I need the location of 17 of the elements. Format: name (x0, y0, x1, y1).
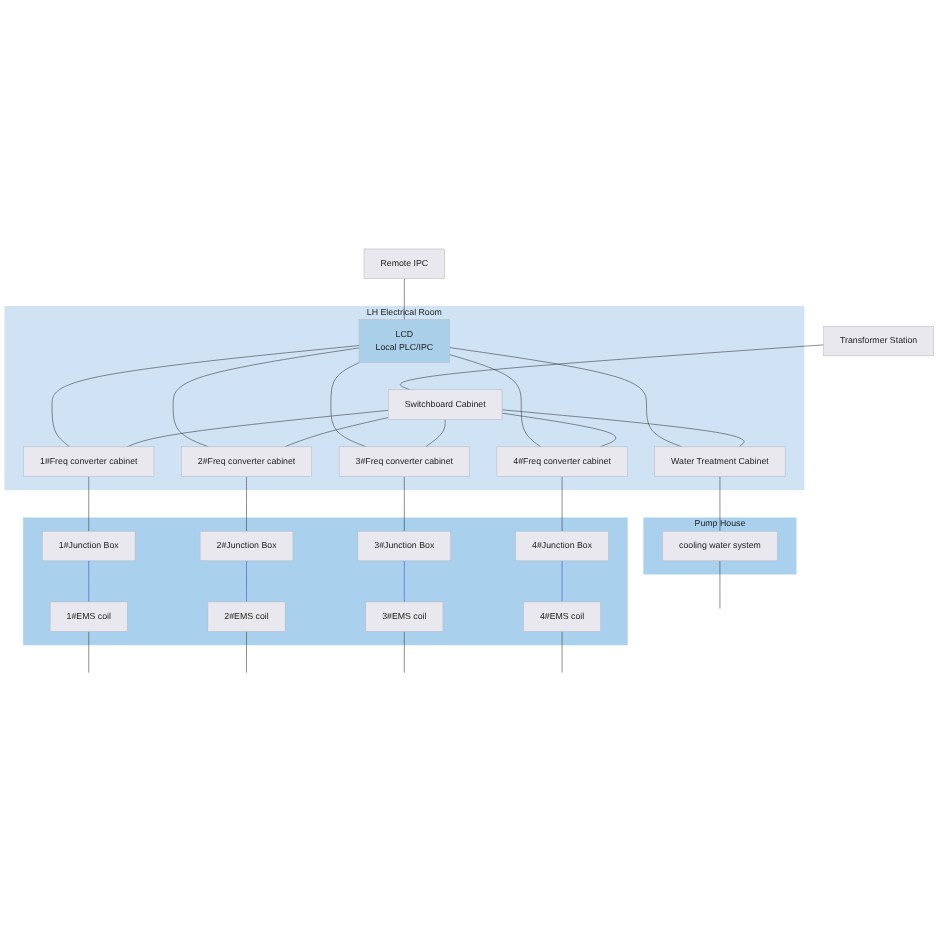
connector (88, 560, 90, 603)
connector (449, 347, 683, 448)
connector (126, 410, 389, 448)
connector (51, 345, 360, 448)
connector (404, 560, 405, 603)
connector (284, 417, 389, 448)
connector (330, 362, 367, 448)
connector (246, 560, 247, 603)
connector (400, 344, 824, 391)
connector (172, 347, 360, 448)
cluster (23, 517, 628, 646)
connector (246, 476, 247, 532)
connector (501, 409, 745, 448)
connector (425, 419, 446, 448)
connector (449, 354, 542, 448)
connector (246, 631, 247, 673)
connector (501, 412, 616, 448)
